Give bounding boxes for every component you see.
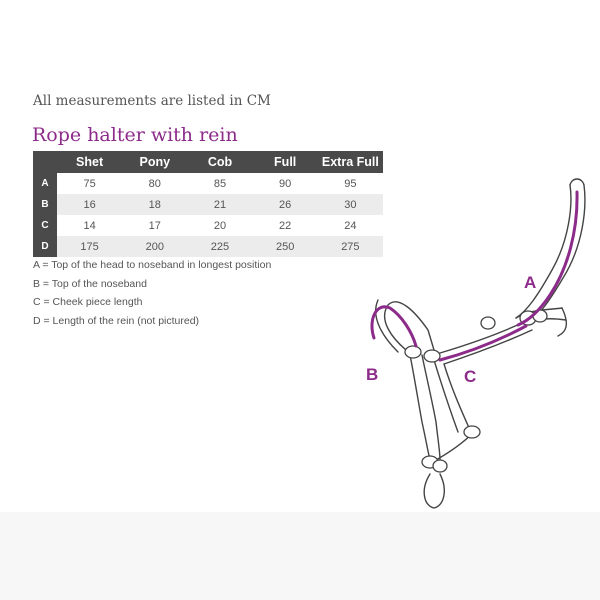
table-cell: 250: [252, 236, 318, 257]
table-cell: 24: [317, 215, 383, 236]
row-label: B: [33, 194, 57, 215]
table-cell: 85: [187, 173, 253, 194]
legend-item: C = Cheek piece length: [33, 296, 143, 309]
nose-rope: [421, 354, 441, 461]
table-cell: 175: [57, 236, 123, 257]
table-row: C 14 17 20 22 24: [33, 215, 383, 236]
row-label: D: [33, 236, 57, 257]
table-cell: 21: [187, 194, 253, 215]
measure-line-b: [370, 305, 418, 348]
table-corner-cell: [33, 151, 57, 173]
size-table: Shet Pony Cob Full Extra Full A 75 80 85…: [33, 151, 383, 257]
noseband-top: [375, 299, 399, 353]
lead-loop: [423, 473, 445, 509]
knot: [423, 349, 441, 363]
footer-band: [0, 512, 600, 600]
table-cell: 225: [187, 236, 253, 257]
halter-illustration: A B C: [366, 178, 586, 509]
table-cell: 80: [122, 173, 188, 194]
legend-item: D = Length of the rein (not pictured): [33, 315, 200, 328]
measure-line-a: [516, 190, 579, 327]
knot: [404, 345, 422, 359]
measurement-note: All measurements are listed in CM: [33, 93, 271, 109]
table-cell: 26: [252, 194, 318, 215]
table-cell: 200: [122, 236, 188, 257]
table-cell: 95: [317, 173, 383, 194]
knot: [432, 459, 448, 473]
side-rope: [433, 359, 459, 433]
label-a: A: [524, 273, 536, 292]
cheek-piece: [443, 329, 533, 365]
table-row: A 75 80 85 90 95: [33, 173, 383, 194]
measurement-legend: A = Top of the head to noseband in longe…: [33, 256, 271, 331]
table-row: D 175 200 225 250 275: [33, 236, 383, 257]
column-header: Full: [252, 151, 318, 173]
noseband-top: [383, 301, 435, 351]
table-cell: 30: [317, 194, 383, 215]
side-rope: [443, 363, 471, 431]
legend-item: A = Top of the head to noseband in longe…: [33, 259, 272, 271]
column-header: Shet: [57, 151, 123, 173]
nose-rope: [409, 354, 431, 461]
row-label: A: [33, 173, 57, 194]
table-cell: 14: [57, 215, 123, 236]
row-label: C: [33, 215, 57, 236]
column-header: Extra Full: [317, 151, 383, 173]
knot: [480, 316, 496, 330]
measure-line-c: [438, 324, 528, 362]
table-cell: 75: [57, 173, 123, 194]
table-cell: 17: [122, 215, 188, 236]
table-cell: 90: [252, 173, 318, 194]
column-header: Cob: [187, 151, 253, 173]
lead-end: [557, 307, 568, 337]
table-cell: 20: [187, 215, 253, 236]
table-cell: 275: [317, 236, 383, 257]
table-header-row: Shet Pony Cob Full Extra Full: [33, 151, 383, 173]
knot: [463, 425, 481, 439]
crown-top: [569, 178, 585, 186]
label-c: C: [464, 367, 476, 386]
page-title: Rope halter with rein: [32, 124, 238, 146]
table-cell: 18: [122, 194, 188, 215]
table-row: B 16 18 21 26 30: [33, 194, 383, 215]
table-cell: 16: [57, 194, 123, 215]
table-cell: 22: [252, 215, 318, 236]
halter-diagram: A B C: [340, 160, 600, 520]
column-header: Pony: [122, 151, 188, 173]
crown-strap: [515, 184, 572, 319]
legend-item: B = Top of the noseband: [33, 277, 147, 290]
label-b: B: [366, 365, 378, 384]
